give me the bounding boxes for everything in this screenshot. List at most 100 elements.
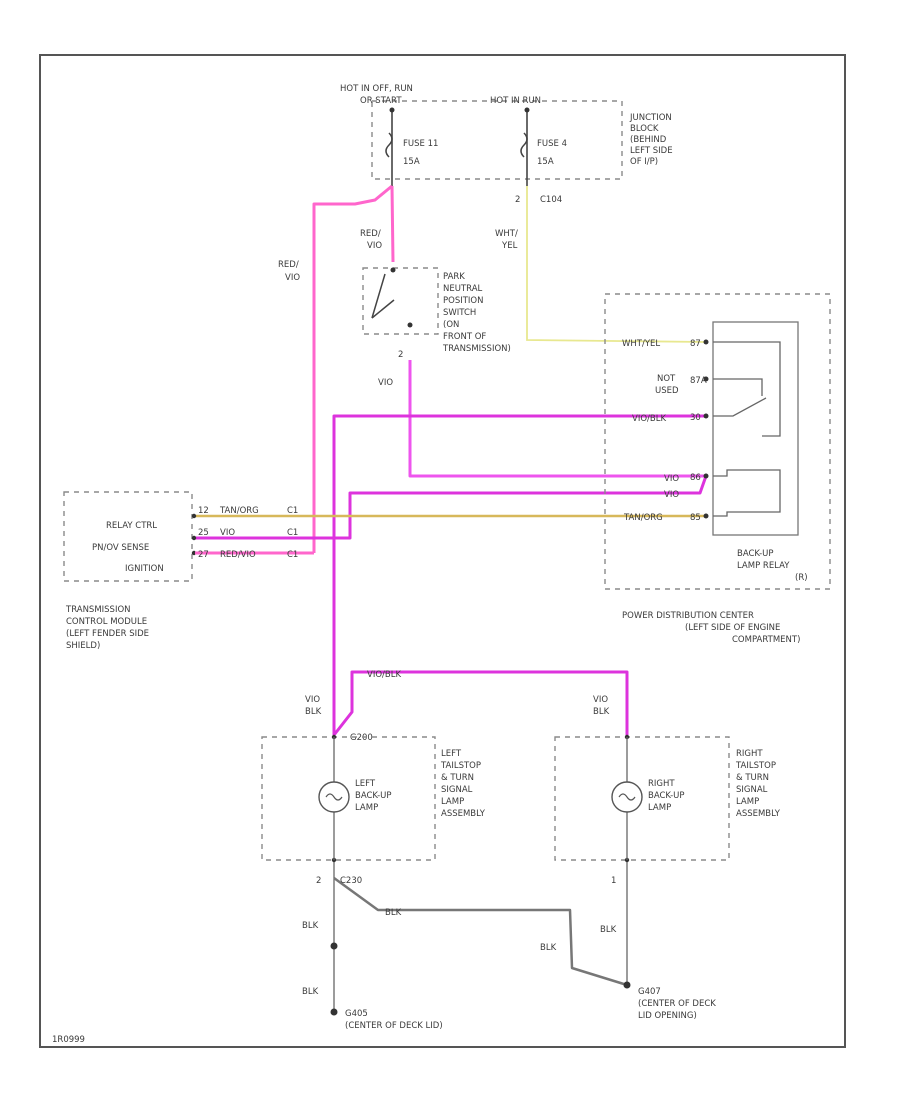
relay-pin-87a-label: 87A: [690, 376, 707, 386]
left-lamp-name-1: LEFT: [355, 779, 376, 789]
blk-label-a: BLK: [302, 921, 319, 931]
vio-blk-wire-lamps: [332, 670, 629, 737]
pnp-label-6: FRONT OF: [443, 332, 486, 342]
junction-block-line1: JUNCTION: [629, 113, 672, 123]
right-ground-label-2: (CENTER OF DECK: [638, 999, 716, 1009]
right-assy-2: TAILSTOP: [735, 761, 776, 771]
left-lamp-name-2: BACK-UP: [355, 791, 392, 801]
pnp-label-7: TRANSMISSION): [442, 344, 511, 354]
junction-block-line4: LEFT SIDE: [630, 146, 673, 156]
relay-pin-85-dot: [703, 513, 709, 519]
vio-blk-wire-relay: [332, 414, 706, 735]
right-lamp-box: [554, 736, 730, 861]
relay-pin-30-label: 30: [690, 413, 701, 423]
left-bulb-filament: [325, 793, 343, 801]
red-vio-label-a2: VIO: [285, 273, 300, 283]
vio-blk-right-label-2: BLK: [593, 707, 610, 717]
pnp-label-1: PARK: [443, 272, 465, 282]
blk-label-c: BLK: [600, 925, 617, 935]
relay-pin-87-label: 87: [690, 339, 701, 349]
connector-c104-label: C104: [540, 195, 562, 205]
blk-label-b: BLK: [385, 908, 402, 918]
pnp-switch-box: [362, 267, 439, 335]
red-vio-label-b1: RED/: [360, 229, 381, 239]
red-vio-label-a1: RED/: [278, 260, 299, 270]
tcm-label-2: CONTROL MODULE: [66, 617, 147, 627]
fuse11-top-dot: [389, 107, 395, 113]
tcm-wire1-label: TAN/ORG: [219, 506, 259, 516]
hot-in-run-label: HOT IN RUN: [490, 96, 541, 106]
blk-label-e: BLK: [302, 987, 319, 997]
relay-body: [712, 321, 799, 536]
park-neutral-switch: PARK NEUTRAL POSITION SWITCH (ON FRONT O…: [362, 267, 511, 354]
left-ground-label-2: (CENTER OF DECK LID): [345, 1021, 443, 1031]
right-ground-dot: [623, 981, 631, 989]
fuse11-amps: 15A: [403, 157, 420, 167]
pdc-box: [604, 293, 831, 590]
transmission-control-module: RELAY CTRL PN/OV SENSE IGNITION 12 25 27…: [63, 491, 314, 651]
fuse4-amps: 15A: [537, 157, 554, 167]
left-assy-6: ASSEMBLY: [441, 809, 486, 819]
red-vio-wire-tcm: [312, 184, 393, 553]
pnp-switch-top-dot: [390, 267, 396, 273]
pnp-label-3: POSITION: [443, 296, 483, 306]
fuse4-top-dot: [524, 107, 530, 113]
right-assy-4: SIGNAL: [736, 785, 768, 795]
pnp-switch-blade: [371, 299, 395, 319]
junction-block-line5: OF I/P): [630, 157, 658, 167]
left-assy-1: LEFT: [441, 749, 462, 759]
right-lamp-name-2: BACK-UP: [648, 791, 685, 801]
wht-yel-label-1: WHT/: [495, 229, 518, 239]
tcm-label-1: TRANSMISSION: [65, 605, 131, 615]
fuse4-label: FUSE 4: [537, 139, 567, 149]
relay-pin-87a-dot: [703, 376, 709, 382]
relay-contact-87a: [713, 378, 763, 396]
pnp-label-4: SWITCH: [443, 308, 476, 318]
left-lamp-assembly: LEFT BACK-UP LAMP LEFT TAILSTOP & TURN S…: [261, 734, 486, 863]
right-lamp-pin-label: 1: [611, 876, 616, 886]
fuse11-symbol: [385, 132, 393, 158]
relay-pin-86-label: 86: [690, 473, 701, 483]
relay-not-used-2: USED: [655, 386, 679, 396]
hot-in-off-run-label: HOT IN OFF, RUN: [340, 84, 413, 94]
tcm-pin2-label: 25: [198, 528, 209, 538]
vio-blk-left-label-1: VIO: [305, 695, 320, 705]
relay-pin-30-dot: [703, 413, 709, 419]
tcm-relay-ctrl: RELAY CTRL: [106, 521, 157, 531]
g200-label: G200: [350, 733, 373, 743]
right-bulb-filament: [618, 793, 636, 801]
right-lamp-name-1: RIGHT: [648, 779, 675, 789]
relay-not-used-1: NOT: [657, 374, 676, 384]
diagram-frame: [39, 54, 846, 1048]
vio-relay-label-1: VIO: [664, 474, 679, 484]
c230-label: C230: [340, 876, 362, 886]
vio-wire-pnp-relay: [408, 360, 706, 478]
or-start-label: OR START: [360, 96, 402, 106]
wht-yel-label-2: YEL: [501, 241, 518, 251]
wht-yel-relay-label: WHT/YEL: [622, 339, 660, 349]
tcm-box: [63, 491, 193, 582]
tcm-pin3-label: 27: [198, 550, 209, 560]
relay-coil: [713, 469, 781, 517]
left-lamp-pin-label: 2: [316, 876, 321, 886]
red-vio-wire-pnp: [390, 185, 395, 263]
right-assy-3: & TURN: [736, 773, 769, 783]
tcm-conn3-label: C1: [287, 550, 298, 560]
left-assy-2: TAILSTOP: [440, 761, 481, 771]
junction-block-box: [371, 100, 623, 180]
right-lamp-name-3: LAMP: [648, 803, 671, 813]
vio-blk-relay-label: VIO/BLK: [632, 414, 666, 424]
relay-pin-85-label: 85: [690, 513, 701, 523]
left-ground-dot: [330, 1008, 338, 1016]
relay-label-3: (R): [795, 573, 808, 583]
fuse11-label: FUSE 11: [403, 139, 438, 149]
pnp-label-5: (ON: [443, 320, 459, 330]
relay-label-1: BACK-UP: [737, 549, 774, 559]
connector-pin-label: 2: [515, 195, 520, 205]
relay-pin-86-dot: [703, 473, 709, 479]
tcm-wire2-label: VIO: [220, 528, 235, 538]
tcm-pin1-label: 12: [198, 506, 209, 516]
left-lamp-box: [261, 736, 436, 861]
vio-wire-tcm-relay: [195, 475, 708, 540]
